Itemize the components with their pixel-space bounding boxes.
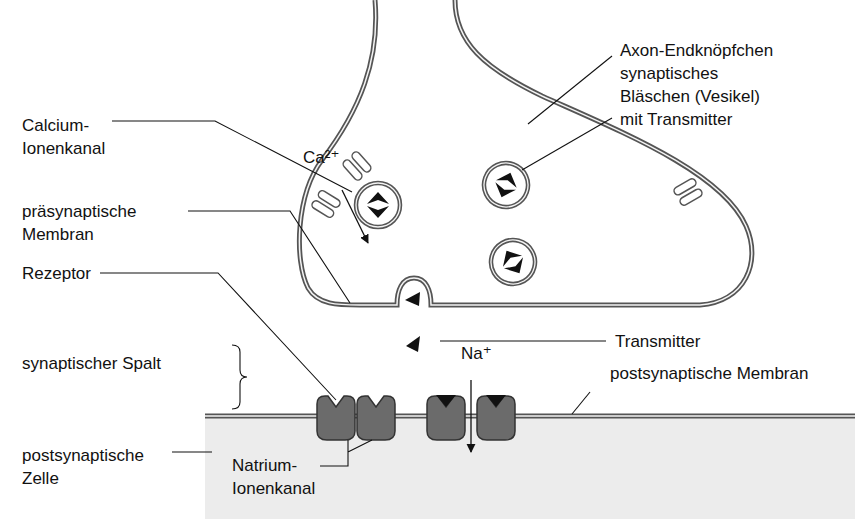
postsynaptic-membrane-inner <box>205 415 855 417</box>
vesicle-membrane <box>478 157 534 213</box>
transmitter-molecule <box>491 182 516 201</box>
cleft-label: synaptischer Spalt <box>22 352 161 375</box>
receptor-channel <box>477 396 515 440</box>
vesicle-membrane <box>483 232 543 292</box>
cleft-bracket <box>232 345 247 409</box>
transmitter-molecule <box>406 336 420 352</box>
channel-label: Natrium- Ionenkanal <box>232 454 327 500</box>
leader-line <box>188 211 350 303</box>
leader-lines <box>100 56 612 466</box>
vesicle <box>483 232 543 292</box>
vesicle-membrane-inner <box>483 232 543 292</box>
leader-line <box>522 118 612 170</box>
receptor-channel <box>427 396 465 440</box>
channel-subunit <box>317 189 342 209</box>
transmitter-molecule <box>504 257 529 278</box>
ion-label: Ca²⁺ <box>303 146 339 169</box>
leader-line <box>572 392 590 414</box>
vesicle-membrane-inner <box>356 183 400 227</box>
postsynaptic-membrane <box>205 414 855 419</box>
transmitter-molecule <box>496 169 521 188</box>
transmitter-molecule <box>367 206 389 218</box>
vesicle <box>356 183 400 227</box>
leader-line <box>172 451 212 452</box>
leader-line <box>100 273 336 400</box>
transmitter-molecule <box>405 292 420 306</box>
postsynaptic-cell <box>205 418 855 519</box>
cell-label: postsynaptische Zelle <box>22 444 172 490</box>
receptor-channel <box>357 396 395 440</box>
vesicles <box>356 157 543 292</box>
bound-transmitter <box>436 395 456 407</box>
channel-subunit <box>350 150 372 173</box>
vesicle-membrane-inner <box>478 157 534 213</box>
channel-label: Calcium- Ionenkanal <box>22 114 117 160</box>
receptor-label: Rezeptor <box>22 262 91 285</box>
terminal-label: Axon-Endknöpfchen <box>620 39 773 62</box>
sodium-influx-arrow <box>470 380 471 452</box>
ion-channel <box>673 177 704 206</box>
membrane-label: präsynaptische Membran <box>22 200 172 246</box>
membrane-label: postsynaptische Membran <box>610 362 808 385</box>
vesicle-label: synaptisches Bläschen (Vesikel) mit Tran… <box>620 62 785 131</box>
channel-subunit <box>679 188 704 207</box>
ion-label: Na⁺ <box>461 342 492 365</box>
leader-line <box>440 340 606 341</box>
vesicle <box>478 157 534 213</box>
leader-line <box>112 121 352 192</box>
ion-channel <box>342 150 373 181</box>
transmitter-label: Transmitter <box>615 330 700 353</box>
receptors <box>317 395 515 440</box>
leader-line <box>528 56 612 124</box>
vesicle-membrane <box>356 183 400 227</box>
transmitter-molecule <box>367 192 389 204</box>
ion-channel <box>311 189 342 219</box>
leader-line <box>320 440 372 466</box>
receptor-channel <box>317 396 355 440</box>
bound-transmitter <box>486 395 506 407</box>
calcium-influx-arrow <box>342 190 368 243</box>
